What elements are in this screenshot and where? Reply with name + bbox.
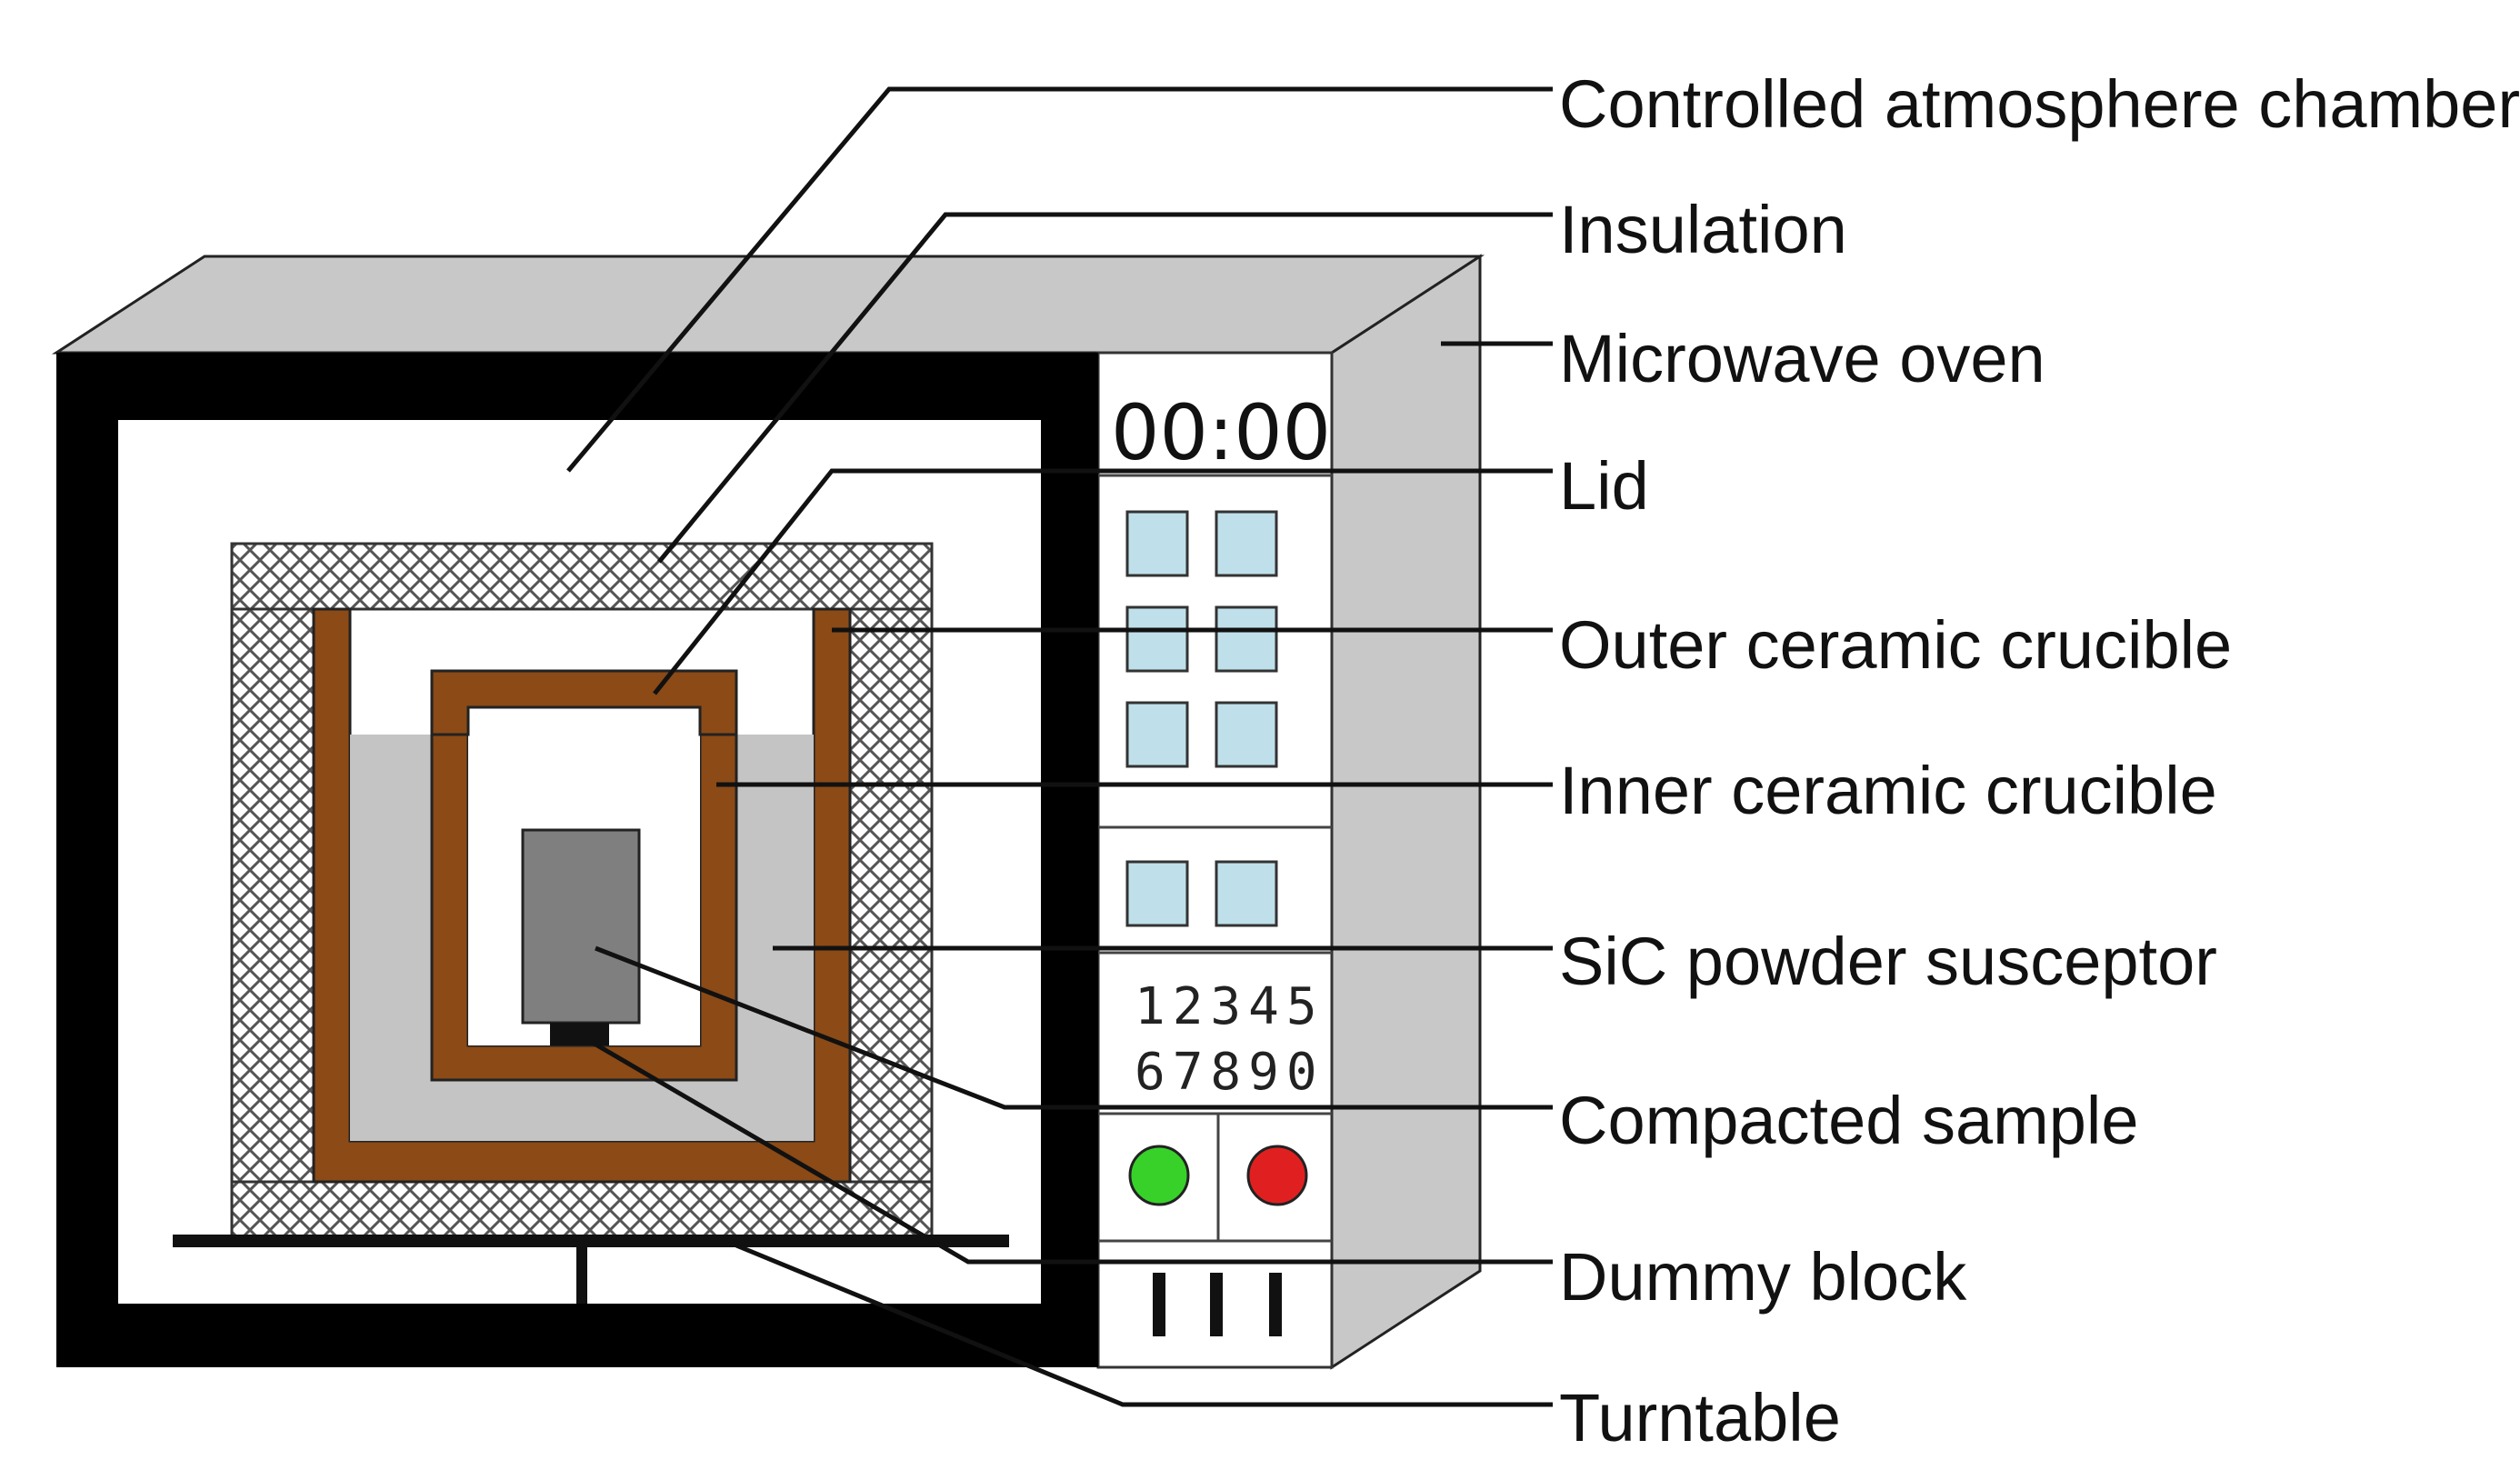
insulation-left bbox=[230, 607, 315, 1184]
keypad-button[interactable] bbox=[1215, 701, 1278, 768]
leader-line-insulation bbox=[657, 212, 1553, 564]
leader-line-compacted-sample bbox=[595, 945, 1553, 1110]
keypad-buttons bbox=[1125, 510, 1278, 768]
label-controlled-atmosphere-chamber: Controlled atmosphere chamber bbox=[1559, 66, 2520, 142]
leader-lines bbox=[566, 86, 1553, 1407]
compacted-sample bbox=[521, 828, 641, 1025]
label-outer-ceramic-crucible: Outer ceramic crucible bbox=[1559, 607, 2232, 683]
keypad-button[interactable] bbox=[1125, 860, 1189, 927]
label-inner-ceramic-crucible: Inner ceramic crucible bbox=[1559, 753, 2217, 828]
keypad-button[interactable] bbox=[1215, 860, 1278, 927]
label-dummy-block: Dummy block bbox=[1559, 1239, 1967, 1315]
vent-slots bbox=[1153, 1273, 1282, 1336]
leader-line-turntable bbox=[735, 1243, 1553, 1407]
label-lid: Lid bbox=[1559, 448, 1649, 524]
timer-display: 00:00 bbox=[1111, 388, 1331, 477]
oven-top-face bbox=[51, 255, 1485, 355]
label-insulation: Insulation bbox=[1559, 192, 1847, 267]
label-turntable: Turntable bbox=[1559, 1380, 1841, 1455]
keypad-button[interactable] bbox=[1125, 701, 1189, 768]
dummy-block bbox=[550, 1023, 609, 1045]
number-pad-row-1: 12345 bbox=[1135, 977, 1325, 1036]
keypad-button[interactable] bbox=[1215, 605, 1278, 673]
insulation-top bbox=[230, 542, 934, 611]
insulation-right bbox=[848, 607, 934, 1184]
number-pad-row-2: 67890 bbox=[1135, 1043, 1325, 1102]
oven-side-face bbox=[1330, 254, 1482, 1370]
label-microwave-oven: Microwave oven bbox=[1559, 321, 2045, 396]
crucible-lid bbox=[430, 669, 738, 736]
leader-line-lid bbox=[653, 468, 1553, 695]
leader-line-dummy-block bbox=[580, 1034, 1553, 1265]
leader-line-controlled-atmosphere-chamber bbox=[566, 86, 1553, 473]
insulation-bottom bbox=[230, 1180, 934, 1238]
keypad-button[interactable] bbox=[1125, 510, 1189, 577]
label-compacted-sample: Compacted sample bbox=[1559, 1083, 2139, 1158]
keypad-button[interactable] bbox=[1125, 605, 1189, 673]
label-sic-powder-susceptor: SiC powder susceptor bbox=[1559, 924, 2217, 999]
keypad-button[interactable] bbox=[1215, 510, 1278, 577]
stop-button[interactable] bbox=[1246, 1145, 1308, 1206]
control-panel bbox=[1096, 351, 1334, 1369]
start-button[interactable] bbox=[1128, 1145, 1190, 1206]
